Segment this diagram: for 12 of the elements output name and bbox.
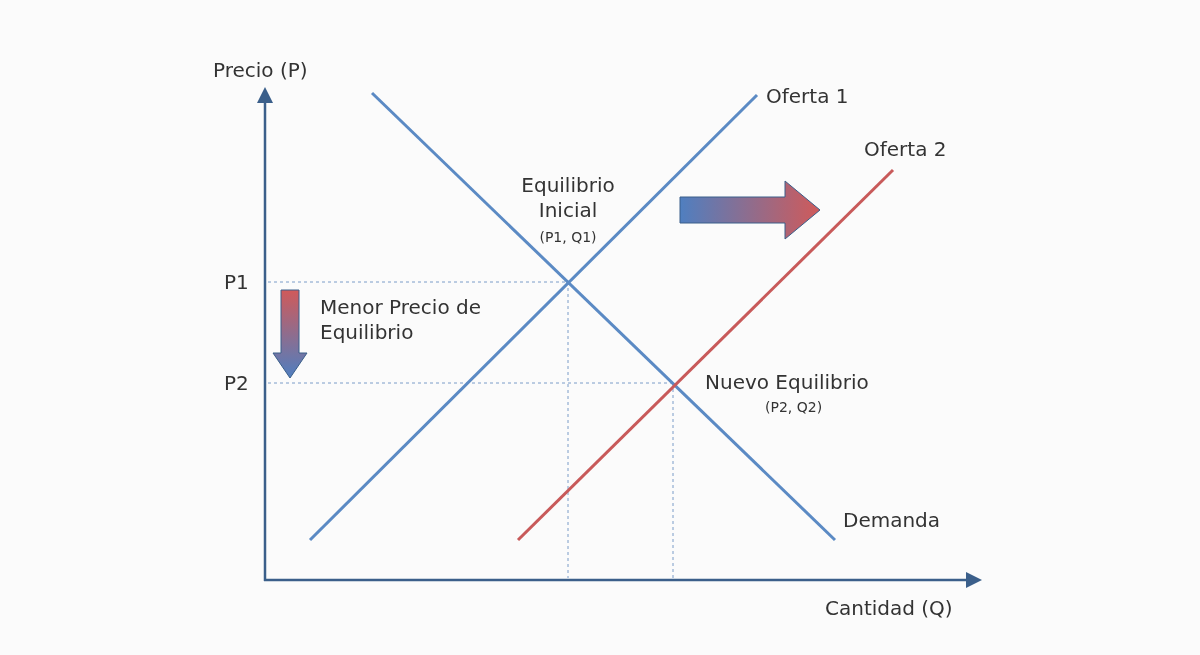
curve-label: Demanda — [843, 508, 941, 533]
tick-label: P1 — [224, 270, 249, 295]
curve-label: Oferta 2 — [864, 137, 947, 162]
tick-label: P2 — [224, 371, 249, 396]
point-coordinates: (P1, Q1) — [538, 229, 598, 247]
axis-label: Precio (P) — [213, 58, 308, 83]
point-label: Equilibrio Inicial — [520, 173, 616, 223]
point-coordinates: (P2, Q2) — [765, 399, 823, 417]
annotation-text: Menor Precio de Equilibrio — [320, 295, 482, 345]
point-label: Nuevo Equilibrio — [705, 370, 869, 395]
curve-label: Oferta 1 — [766, 84, 849, 109]
axis-label: Cantidad (Q) — [825, 596, 953, 621]
